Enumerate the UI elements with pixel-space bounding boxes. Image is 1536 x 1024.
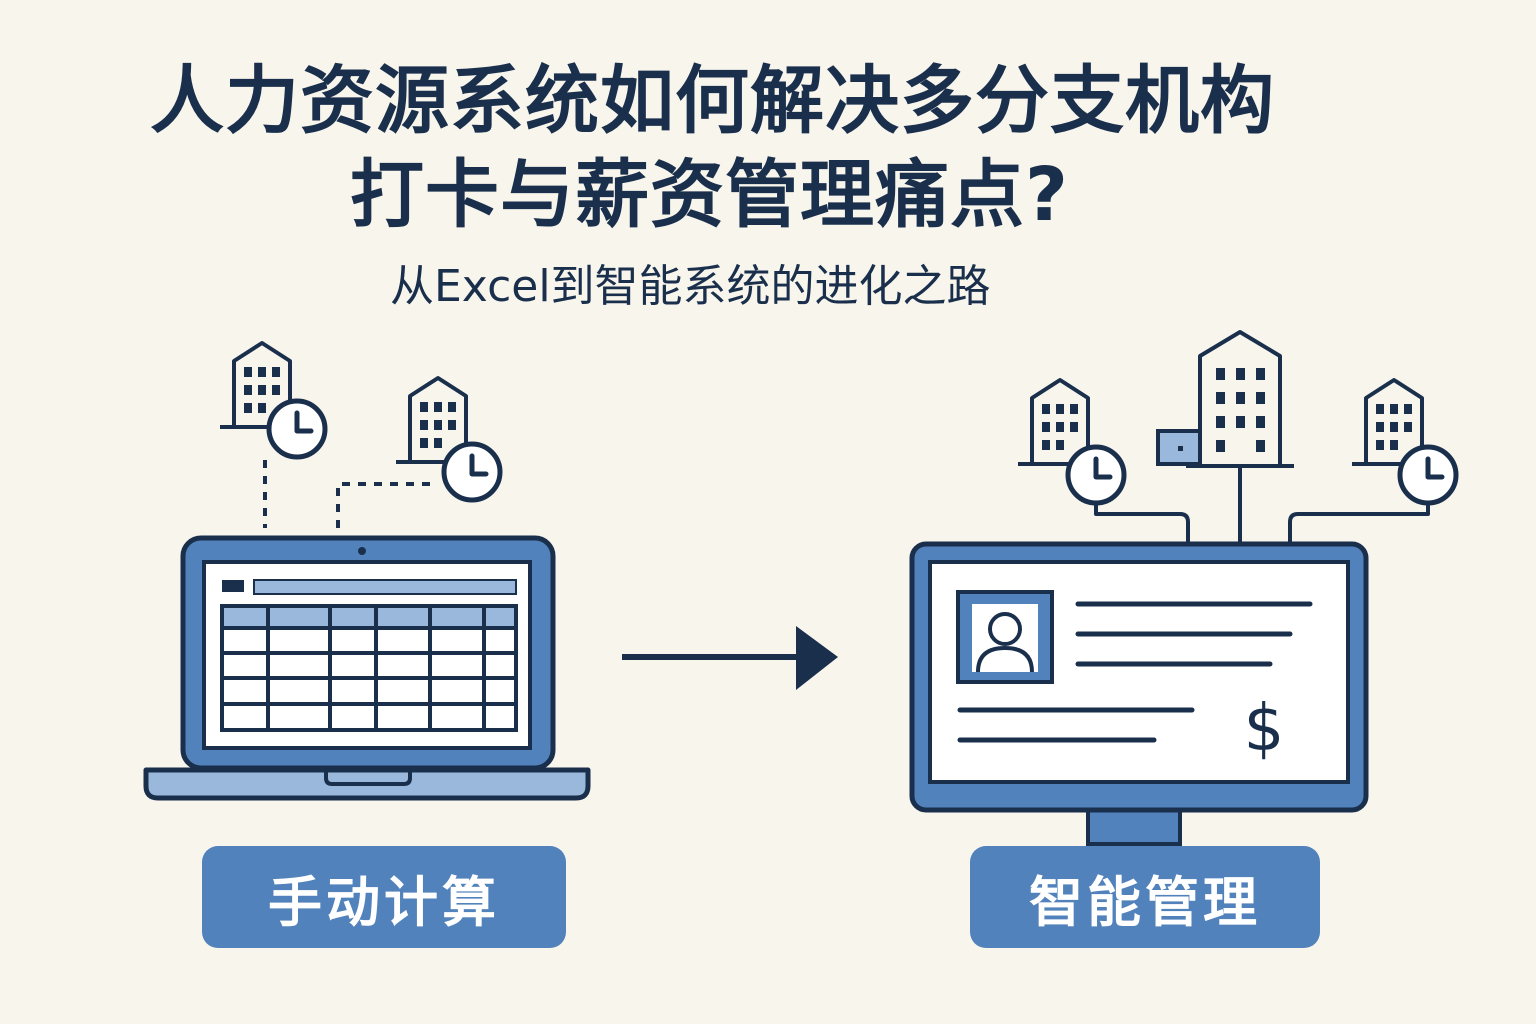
manual-calculation-label: 手动计算: [202, 846, 566, 948]
arrow-right-icon: [622, 626, 838, 690]
smart-management-label: 智能管理: [970, 846, 1320, 948]
clock-icon: [1400, 447, 1456, 503]
clock-icon: [444, 444, 500, 500]
laptop-icon: [143, 535, 591, 801]
dollar-icon: $: [1244, 692, 1285, 766]
building-icon: [1184, 330, 1296, 468]
clock-icon: [269, 401, 325, 457]
title-line-1: 人力资源系统如何解决多分支机构: [150, 58, 1275, 144]
dashed-connector: [263, 460, 438, 528]
clock-icon: [1068, 447, 1124, 503]
subtitle: 从Excel到智能系统的进化之路: [390, 261, 991, 312]
office-window: [1178, 446, 1183, 451]
network-connector: [1094, 466, 1430, 546]
info-lines: [957, 601, 1313, 743]
person-icon: [956, 590, 1054, 684]
title-line-2: 打卡与薪资管理痛点?: [350, 152, 1069, 238]
monitor-icon: [909, 541, 1369, 846]
